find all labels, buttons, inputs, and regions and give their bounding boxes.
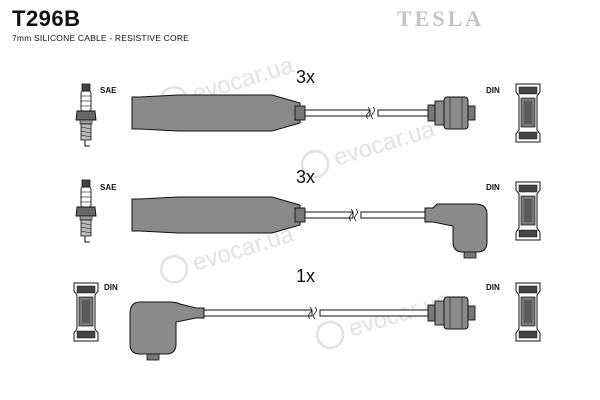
spark-plug-icon (75, 179, 97, 243)
cable-section (319, 309, 429, 317)
angled-distributor-boot (424, 203, 488, 253)
quantity-label: 3x (296, 67, 315, 87)
cable-section (304, 211, 354, 219)
quantity-label: 1x (296, 266, 315, 286)
quantity-label: 3x (296, 167, 315, 187)
cable-section (377, 109, 429, 117)
din-terminal-icon (515, 181, 541, 241)
right-terminal-label: DIN (486, 183, 500, 192)
distributor-boot (427, 96, 476, 130)
din-terminal-icon (515, 282, 541, 342)
cable-section (304, 109, 371, 117)
watermark-logo-icon (159, 255, 189, 284)
part-code-title: T296B (12, 6, 81, 31)
din-terminal-icon (515, 83, 541, 143)
din-terminal-icon (73, 282, 99, 342)
right-terminal-label: DIN (486, 86, 500, 95)
watermark-logo-icon (300, 149, 330, 179)
watermark-logo-icon (315, 320, 345, 350)
straight-plug-boot (131, 196, 301, 234)
boot-tip (463, 251, 477, 259)
lead-row-2: SAE 3x DIN (75, 167, 541, 259)
left-terminal-label: DIN (104, 283, 118, 292)
angled-plug-boot (129, 301, 205, 355)
cable-section (203, 309, 313, 317)
straight-plug-boot (131, 94, 301, 132)
lead-row-3: DIN 1x DIN (73, 266, 541, 361)
distributor-boot (427, 296, 476, 330)
right-terminal-label: DIN (486, 283, 500, 292)
boot-collar (294, 207, 306, 223)
lead-row-1: SAE 3x DIN (75, 67, 541, 147)
cable-spec-subtitle: 7mm SILICONE CABLE - RESISTIVE CORE (12, 33, 190, 43)
left-terminal-label: SAE (100, 183, 117, 192)
watermark-text: evocar.ua (330, 115, 438, 171)
left-terminal-label: SAE (100, 86, 117, 95)
boot-collar (294, 105, 306, 121)
boot-tip (146, 353, 160, 361)
cable-section (360, 211, 426, 219)
brand-logo: TESLA (397, 6, 485, 31)
spark-plug-icon (75, 83, 97, 147)
